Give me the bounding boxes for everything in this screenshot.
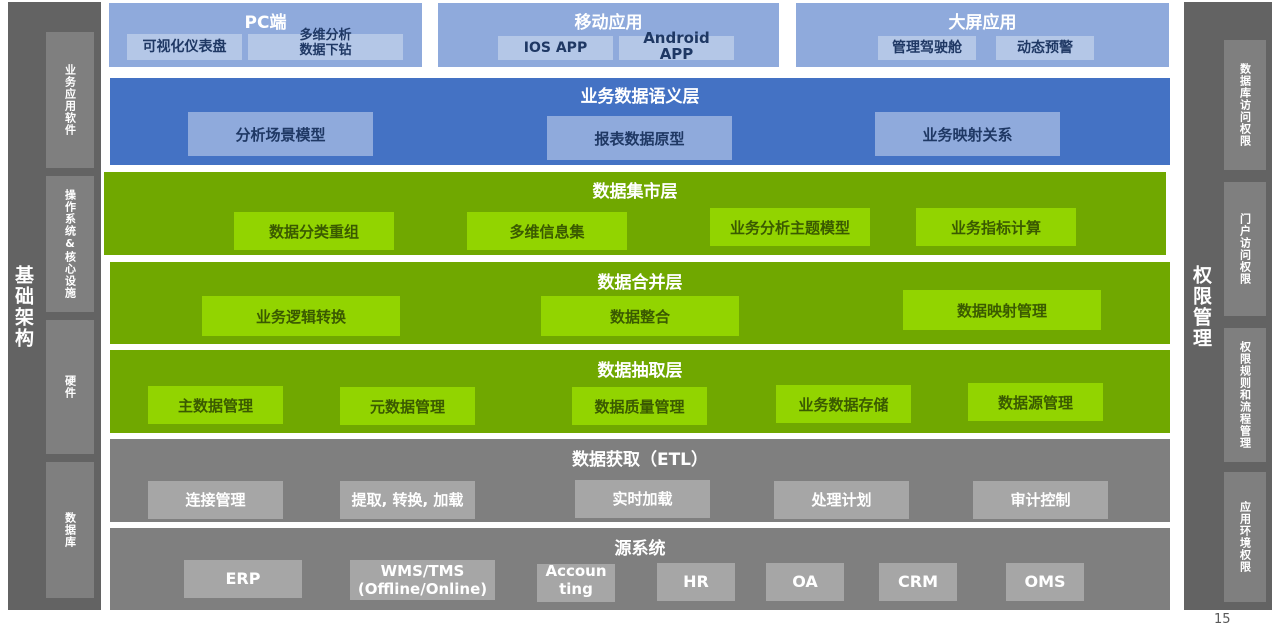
left-pillar-item: 硬件 — [46, 320, 94, 454]
etl-layer: 数据获取（ETL） 连接管理 提取, 转换, 加载 实时加载 处理计划 审计控制 — [110, 439, 1170, 522]
pc-app-item: 多维分析 数据下钻 — [248, 28, 403, 60]
left-pillar-item: 操作系统&核心设施 — [46, 176, 94, 312]
left-pillar-item: 业务应用软件 — [46, 32, 94, 168]
data-extract-layer-item: 数据质量管理 — [572, 387, 707, 425]
data-mart-layer-item: 数据分类重组 — [234, 212, 394, 250]
data-merge-layer-item: 数据映射管理 — [903, 290, 1101, 330]
source-system-item: Accoun ting — [537, 562, 615, 602]
etl-layer-item: 实时加载 — [575, 480, 710, 518]
pc-app-panel: PC端 可视化仪表盘 多维分析 数据下钻 — [108, 2, 423, 68]
semantic-layer-item: 分析场景模型 — [188, 112, 373, 156]
right-pillar-item: 权限规则和流程管理 — [1224, 328, 1266, 462]
source-system-item: OMS — [1006, 563, 1084, 601]
data-mart-layer-item: 多维信息集 — [467, 212, 627, 250]
data-extract-layer-item: 主数据管理 — [148, 386, 283, 424]
source-system-item: OA — [766, 563, 844, 601]
data-mart-layer-title: 数据集市层 — [592, 181, 678, 202]
right-pillar-title: 权限管理 — [1190, 265, 1212, 349]
right-pillar-item: 数据库访问权限 — [1224, 40, 1266, 170]
screen-app-item: 动态预警 — [996, 36, 1094, 60]
etl-layer-title: 数据获取（ETL） — [571, 449, 709, 470]
source-system-item: CRM — [879, 563, 957, 601]
data-merge-layer: 数据合并层 业务逻辑转换 数据整合 数据映射管理 — [110, 262, 1170, 344]
data-extract-layer: 数据抽取层 主数据管理 元数据管理 数据质量管理 业务数据存储 数据源管理 — [110, 350, 1170, 433]
data-extract-layer-item: 数据源管理 — [968, 383, 1103, 421]
etl-layer-item: 审计控制 — [973, 481, 1108, 519]
mobile-app-title: 移动应用 — [574, 12, 643, 33]
data-merge-layer-item: 业务逻辑转换 — [202, 296, 400, 336]
data-merge-layer-title: 数据合并层 — [597, 272, 683, 293]
semantic-layer: 业务数据语义层 分析场景模型 报表数据原型 业务映射关系 — [110, 78, 1170, 165]
etl-layer-item: 处理计划 — [774, 481, 909, 519]
left-pillar-item: 数据库 — [46, 462, 94, 598]
source-system-item: ERP — [184, 560, 302, 598]
mobile-app-item: IOS APP — [498, 36, 613, 60]
etl-layer-item: 提取, 转换, 加载 — [340, 481, 475, 519]
left-pillar: 基础架构 业务应用软件 操作系统&核心设施 硬件 数据库 — [8, 2, 101, 610]
etl-layer-item: 连接管理 — [148, 481, 283, 519]
source-system-item: HR — [657, 563, 735, 601]
source-system-item: WMS/TMS (Offline/Online) — [350, 560, 495, 600]
mobile-app-panel: 移动应用 IOS APP Android APP — [437, 2, 780, 68]
semantic-layer-item: 报表数据原型 — [547, 116, 732, 160]
data-extract-layer-item: 业务数据存储 — [776, 385, 911, 423]
screen-app-item: 管理驾驶舱 — [878, 36, 976, 60]
data-extract-layer-item: 元数据管理 — [340, 387, 475, 425]
source-systems-layer: 源系统 ERP WMS/TMS (Offline/Online) Accoun … — [110, 528, 1170, 610]
pc-app-item: 可视化仪表盘 — [127, 34, 242, 60]
data-extract-layer-title: 数据抽取层 — [597, 360, 683, 381]
left-pillar-title: 基础架构 — [12, 265, 34, 349]
data-mart-layer: 数据集市层 数据分类重组 多维信息集 业务分析主题模型 业务指标计算 — [104, 172, 1166, 255]
source-systems-layer-title: 源系统 — [614, 538, 666, 559]
semantic-layer-title: 业务数据语义层 — [580, 86, 700, 107]
right-pillar: 权限管理 数据库访问权限 门户访问权限 权限规则和流程管理 应用环境权限 — [1184, 2, 1272, 610]
page-number: 15 — [1214, 612, 1231, 627]
right-pillar-item: 门户访问权限 — [1224, 182, 1266, 316]
pc-app-title: PC端 — [244, 12, 287, 33]
data-mart-layer-item: 业务指标计算 — [916, 208, 1076, 246]
screen-app-panel: 大屏应用 管理驾驶舱 动态预警 — [795, 2, 1170, 68]
data-mart-layer-item: 业务分析主题模型 — [710, 208, 870, 246]
semantic-layer-item: 业务映射关系 — [875, 112, 1060, 156]
mobile-app-item: Android APP — [619, 30, 734, 62]
screen-app-title: 大屏应用 — [948, 12, 1017, 33]
data-merge-layer-item: 数据整合 — [541, 296, 739, 336]
right-pillar-item: 应用环境权限 — [1224, 472, 1266, 602]
